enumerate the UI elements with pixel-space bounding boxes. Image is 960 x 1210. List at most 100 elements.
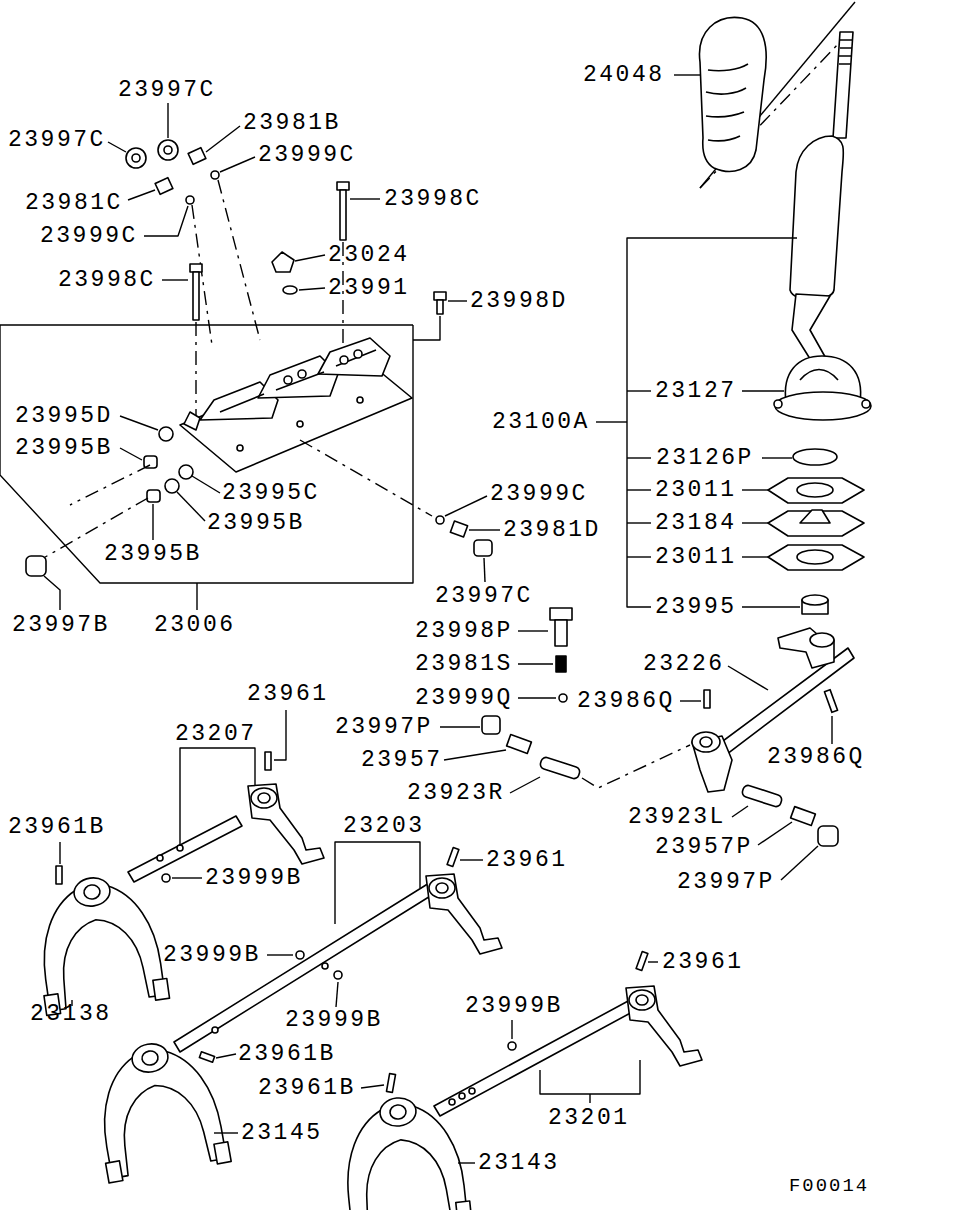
callout-number: 23961B [8, 814, 106, 840]
drawing-line [434, 292, 446, 300]
drawing-line [839, 40, 853, 64]
drawing-line [158, 140, 178, 160]
callout-number: 23999B [205, 865, 303, 891]
drawing-line [172, 877, 202, 878]
drawing-line [87, 1033, 232, 1183]
drawing-line [220, 350, 376, 412]
drawing-line [206, 126, 240, 152]
callout-number: 23961 [662, 949, 744, 975]
drawing-line [336, 982, 338, 1007]
drawing-line [155, 178, 173, 195]
drawing-line [818, 826, 838, 846]
callout-number: 23923L [628, 804, 726, 830]
drawing-line [732, 806, 748, 817]
drawing-line [267, 954, 293, 955]
drawing-line [792, 294, 830, 362]
drawing-line [0, 325, 413, 583]
drawing-line [29, 870, 170, 1016]
drawing-line [793, 449, 837, 465]
drawing-line [742, 522, 768, 523]
drawing-line [627, 390, 651, 391]
drawing-line [508, 1042, 516, 1050]
drawing-line [824, 690, 837, 713]
drawing-line [26, 556, 46, 576]
callout-number: 23999B [163, 942, 261, 968]
drawing-line [596, 421, 627, 422]
callout-number: 23006 [154, 612, 236, 638]
drawing-line [284, 376, 292, 384]
callout-number: F00014 [789, 1173, 869, 1199]
callout-number: 23143 [478, 1150, 560, 1176]
drawing-line [186, 196, 194, 204]
drawing-line [862, 400, 870, 408]
drawing-line [340, 356, 348, 364]
drawing-line [831, 716, 832, 744]
drawing-line [626, 986, 702, 1066]
drawing-line [810, 633, 834, 647]
drawing-line [44, 576, 60, 610]
drawing-line [283, 286, 297, 294]
drawing-line [196, 583, 197, 610]
drawing-line [704, 690, 710, 708]
callout-number: 23226 [643, 651, 725, 677]
drawing-line [458, 1162, 475, 1163]
callout-number: 23986Q [767, 744, 865, 770]
drawing-line [167, 103, 168, 138]
callout-number: 23995B [104, 541, 202, 567]
drawing-line [337, 182, 349, 190]
drawing-line [758, 822, 792, 845]
drawing-line [272, 252, 294, 272]
callout-number: 23207 [175, 721, 257, 747]
drawing-line [627, 238, 797, 607]
callout-number: 23998C [58, 267, 156, 293]
drawing-line [212, 1027, 218, 1033]
callout-number: 23991 [328, 275, 410, 301]
callout-number: 23961B [258, 1075, 356, 1101]
shift-rail-a [29, 710, 324, 1015]
drawing-line [440, 726, 480, 727]
drawing-line [190, 264, 202, 272]
drawing-line [741, 784, 783, 808]
callout-number: 23995B [15, 435, 113, 461]
drawing-line [56, 866, 62, 884]
drawing-line [833, 32, 853, 138]
callout-number: 23997C [435, 583, 533, 609]
drawing-line [144, 206, 188, 236]
drawing-line [469, 1088, 475, 1094]
drawing-line [334, 971, 342, 979]
callout-number: 23961B [238, 1041, 336, 1067]
drawing-line [484, 558, 485, 582]
drawing-line [550, 608, 572, 620]
callout-number: 23997C [8, 127, 106, 153]
callout-number: 23127 [655, 378, 737, 404]
callout-number: 23998D [470, 288, 568, 314]
drawing-line [680, 700, 701, 701]
drawing-line [742, 556, 768, 557]
callout-number: 23999Q [415, 685, 513, 711]
drawing-line [265, 752, 271, 770]
drawing-line [540, 1060, 640, 1094]
callout-number: 23995 [655, 594, 737, 620]
drawing-line [192, 205, 212, 345]
drawing-line [298, 370, 306, 378]
callout-number: 23011 [655, 544, 737, 570]
drawing-line [778, 628, 834, 668]
drawing-line [436, 516, 444, 524]
drawing-line [774, 400, 782, 408]
callout-number: 23981S [415, 651, 513, 677]
drawing-line [518, 630, 548, 631]
cover-assembly [0, 325, 432, 610]
drawing-line [450, 521, 467, 537]
drawing-line [706, 64, 748, 141]
drawing-line [237, 445, 243, 451]
drawing-line [335, 842, 380, 924]
drawing-line [482, 716, 500, 734]
drawing-line [120, 448, 142, 460]
callout-number: 23145 [241, 1120, 323, 1146]
callout-number: 23201 [548, 1105, 630, 1131]
drawing-line [768, 478, 864, 503]
callout-number: 23138 [30, 1001, 112, 1027]
drawing-line [120, 416, 158, 430]
drawing-line [445, 496, 487, 516]
